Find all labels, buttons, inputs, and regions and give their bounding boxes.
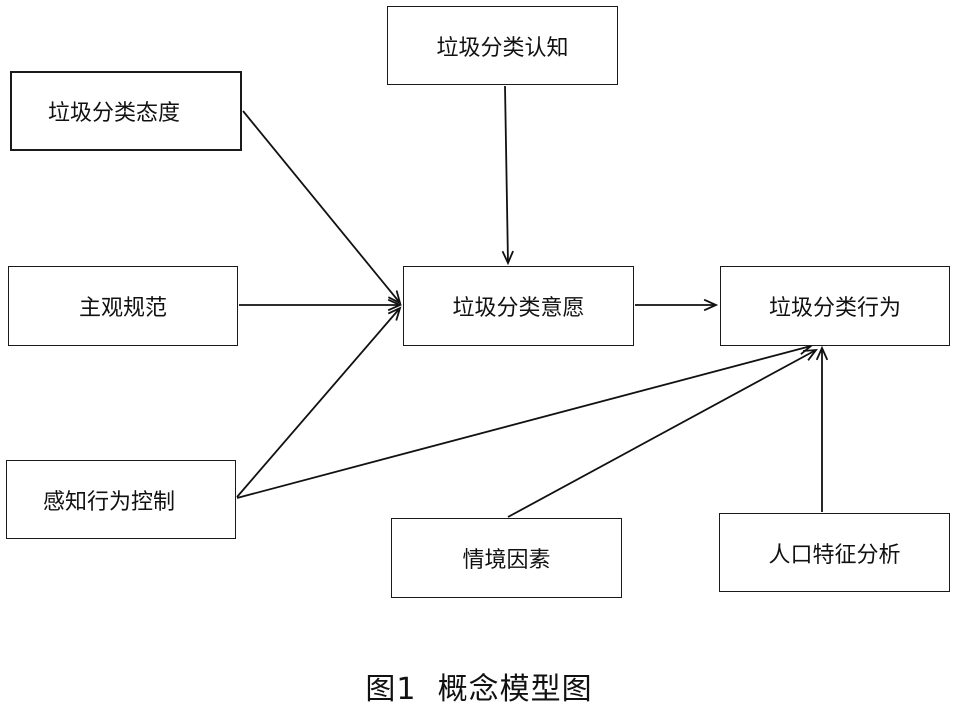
edge-group: [236, 85, 829, 518]
edge-situational-to-behavior: [507, 349, 817, 518]
node-intention: 垃圾分类意愿: [403, 266, 634, 346]
edge-demographic-to-behavior-arrowhead: [815, 345, 829, 361]
node-perceived-control-label: 感知行为控制: [43, 489, 176, 515]
figure-caption: 图1 概念模型图: [0, 664, 958, 704]
node-attitude-label: 垃圾分类态度: [48, 101, 181, 126]
edge-attitude-to-intention-arrowhead: [387, 290, 402, 305]
figure-title: 概念模型图: [437, 672, 593, 704]
node-demographic: 人口特征分析: [719, 513, 950, 592]
node-subjective-norm-label: 主观规范: [78, 296, 167, 321]
edge-subjective-norm-to-intention-arrowhead: [387, 298, 403, 312]
node-intention-label: 垃圾分类意愿: [452, 296, 585, 321]
edge-perceived-control-to-behavior: [236, 345, 812, 499]
node-behavior: 垃圾分类行为: [720, 266, 950, 346]
node-situational: 情境因素: [391, 518, 622, 598]
node-situational-label: 情境因素: [462, 548, 551, 573]
edge-attitude-to-intention: [242, 110, 401, 304]
edge-perceived-control-to-intention: [236, 307, 401, 498]
node-cognition: 垃圾分类认知: [387, 6, 618, 85]
node-demographic-label: 人口特征分析: [768, 542, 901, 568]
node-cognition-label: 垃圾分类认知: [436, 35, 569, 61]
edge-cognition-to-intention: [504, 85, 509, 264]
edge-perceived-control-to-intention-arrowhead: [387, 306, 402, 321]
node-subjective-norm: 主观规范: [8, 266, 238, 346]
node-perceived-control: 感知行为控制: [6, 460, 236, 539]
node-behavior-label: 垃圾分类行为: [768, 296, 901, 321]
edge-situational-to-behavior-arrowhead: [802, 348, 818, 361]
edge-intention-to-behavior-arrowhead: [703, 298, 719, 312]
figure-number: 图1: [365, 672, 417, 704]
edge-cognition-to-intention-arrowhead: [501, 250, 514, 266]
node-attitude: 垃圾分类态度: [10, 71, 242, 151]
